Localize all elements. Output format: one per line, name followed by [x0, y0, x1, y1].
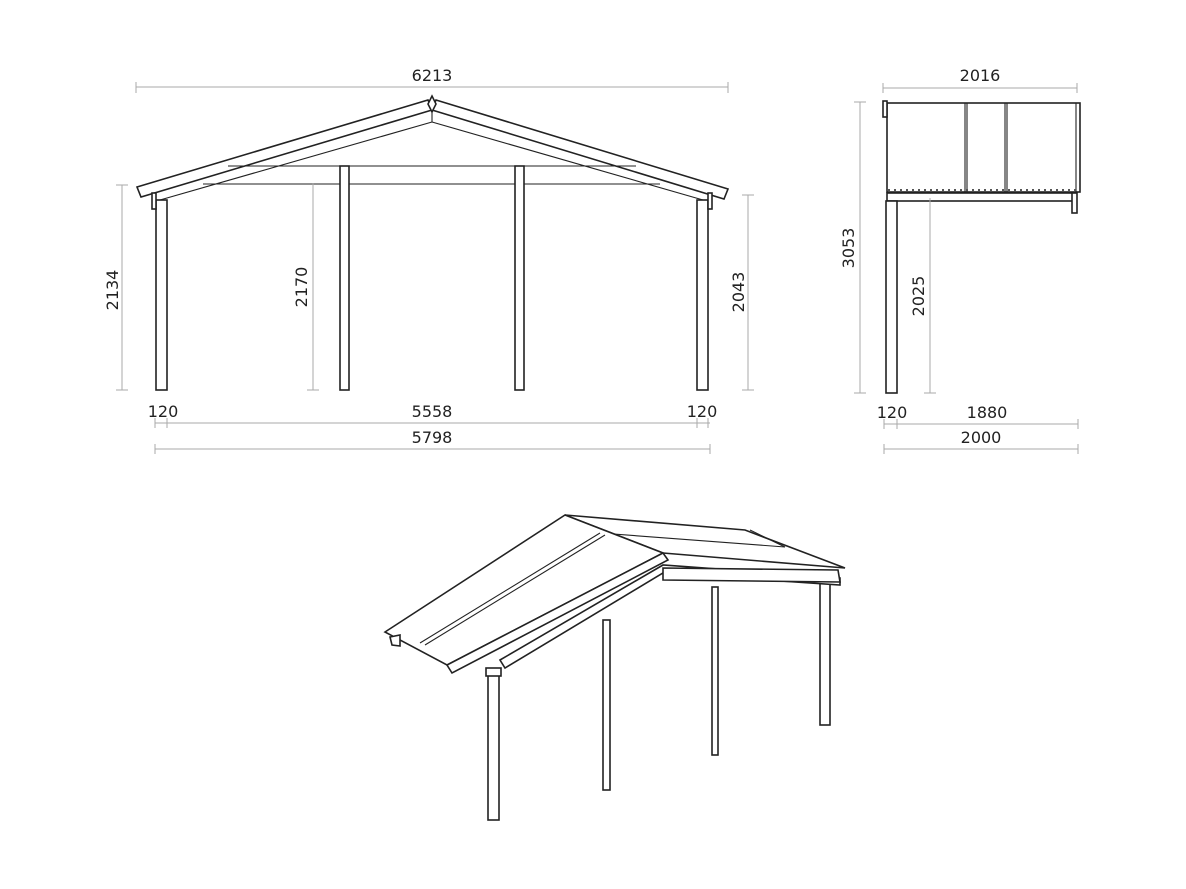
front-post-left	[155, 199, 168, 391]
ridge-cap	[427, 94, 437, 114]
side-view: 2016 3053 2025 120 1880 2000	[839, 66, 1081, 454]
dim-overall-roof-width: 6213	[412, 66, 453, 85]
front-post-mid-left	[339, 165, 350, 391]
dim-overall-height: 3053	[839, 228, 858, 269]
dim-side-post-span: 1880	[967, 403, 1008, 422]
dim-roof-depth: 2016	[960, 66, 1001, 85]
persp-post-mid-left	[602, 619, 611, 791]
dim-overall-width: 5798	[412, 428, 453, 447]
dim-post-width: 120	[877, 403, 908, 422]
persp-post-mid-right	[711, 586, 719, 756]
dim-left-post-width: 120	[148, 402, 179, 421]
side-roof-panel	[886, 102, 1081, 193]
front-roof-left	[135, 99, 434, 198]
front-post-right	[696, 199, 709, 391]
persp-post-back-right	[819, 574, 831, 726]
side-dimensions: 2016 3053 2025 120 1880 2000	[839, 66, 1079, 454]
perspective-view	[383, 514, 846, 821]
dim-right-post-height: 2043	[729, 272, 748, 313]
front-dimensions: 6213 2134 2170 2043 120 5558 120 5798	[103, 66, 754, 454]
dim-clear-height: 2025	[909, 276, 928, 317]
persp-post-front-left	[487, 674, 500, 821]
front-post-mid-right	[514, 165, 525, 391]
dim-left-post-height: 2134	[103, 270, 122, 311]
side-beam	[886, 192, 1074, 202]
dim-right-post-width: 120	[687, 402, 718, 421]
dim-overall-depth: 2000	[961, 428, 1002, 447]
front-view: 6213 2134 2170 2043 120 5558 120 5798	[103, 66, 754, 454]
side-post	[885, 200, 898, 394]
dim-middle-post-height: 2170	[292, 267, 311, 308]
dim-post-span: 5558	[412, 402, 453, 421]
